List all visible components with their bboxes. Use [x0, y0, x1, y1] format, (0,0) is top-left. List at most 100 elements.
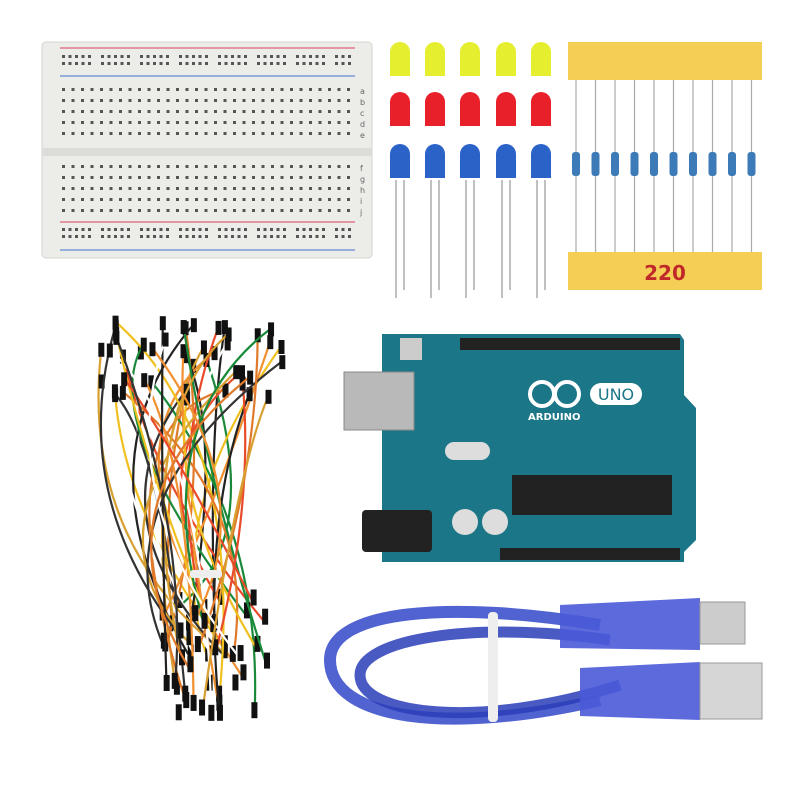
breadboard-hole: [280, 121, 284, 124]
resistor: [747, 152, 756, 176]
breadboard-hole: [252, 88, 255, 91]
breadboard-hole: [147, 99, 151, 102]
breadboard-hole: [318, 132, 322, 135]
breadboard-hole: [68, 235, 72, 238]
breadboard-hole: [299, 209, 303, 212]
breadboard-hole: [296, 62, 299, 65]
breadboard-hole: [309, 55, 312, 58]
wire-connector: [254, 328, 261, 343]
breadboard-hole: [68, 228, 72, 231]
breadboard-hole: [81, 228, 85, 231]
led: [531, 144, 551, 178]
breadboard-hole: [252, 110, 255, 113]
jumper-wire: [99, 325, 182, 638]
breadboard-hole: [107, 62, 111, 65]
breadboard-hole: [261, 132, 265, 135]
breadboard-hole: [299, 88, 303, 91]
breadboard-hole: [128, 176, 132, 179]
breadboard-hole: [257, 62, 260, 65]
breadboard-hole: [224, 62, 228, 65]
jumper-wire: [97, 348, 226, 654]
breadboard-hole: [341, 235, 345, 238]
resistor: [591, 152, 600, 176]
wire-connector: [190, 694, 197, 711]
breadboard-hole: [195, 110, 198, 113]
breadboard-hole: [195, 132, 198, 135]
breadboard-hole: [75, 228, 78, 231]
led: [531, 42, 551, 76]
breadboard-hole: [146, 55, 150, 58]
breadboard-hole: [90, 165, 94, 168]
breadboard-hole: [185, 209, 189, 212]
breadboard-hole: [146, 228, 150, 231]
breadboard-hole: [318, 165, 322, 168]
breadboard-hole: [166, 55, 169, 58]
breadboard-hole: [81, 62, 85, 65]
breadboard-hole: [204, 176, 208, 179]
breadboard-hole: [309, 99, 312, 102]
breadboard-hole: [252, 165, 255, 168]
breadboard-hole: [138, 88, 141, 91]
breadboard-hole: [290, 187, 293, 190]
breadboard-hole: [233, 176, 236, 179]
breadboard-hole: [276, 228, 280, 231]
breadboard-hole: [318, 198, 322, 201]
breadboard-hole: [318, 99, 322, 102]
breadboard-hole: [233, 132, 236, 135]
breadboard-hole: [223, 165, 227, 168]
jumper-wire: [183, 397, 259, 651]
wire-connector: [187, 644, 194, 661]
breadboard-hole: [302, 235, 306, 238]
breadboard-hole: [157, 165, 160, 168]
breadboard-hole: [62, 99, 65, 102]
breadboard-hole: [109, 132, 113, 135]
breadboard-hole: [233, 187, 236, 190]
breadboard-hole: [166, 198, 170, 201]
resistor-value-label: 220: [644, 261, 686, 285]
breadboard-hole: [185, 99, 189, 102]
breadboard-hole: [223, 88, 227, 91]
breadboard-hole: [138, 176, 141, 179]
breadboard-hole: [233, 165, 236, 168]
wire-connector: [221, 320, 228, 335]
breadboard-hole: [296, 228, 299, 231]
breadboard-hole: [204, 209, 208, 212]
breadboard-hole: [214, 187, 217, 190]
breadboard-hole: [231, 55, 234, 58]
breadboard-hole: [179, 55, 182, 58]
breadboard-row-letter: i: [360, 197, 362, 206]
led: [531, 92, 551, 126]
breadboard-hole: [283, 55, 286, 58]
breadboard-hole: [62, 228, 65, 231]
wire-connector: [112, 319, 119, 334]
breadboard-hole: [185, 121, 189, 124]
breadboard-hole: [81, 198, 84, 201]
breadboard-hole: [127, 55, 130, 58]
wire-connector: [187, 656, 194, 673]
reset-button: [400, 338, 422, 360]
breadboard-hole: [223, 121, 227, 124]
jumper-wire: [179, 370, 243, 604]
breadboard-hole: [280, 165, 284, 168]
breadboard-hole: [127, 62, 130, 65]
breadboard-hole: [176, 198, 179, 201]
breadboard-hole: [90, 176, 94, 179]
wire-connector: [208, 704, 215, 721]
arduino-logo-icon: [528, 380, 642, 408]
tape-bottom: [568, 252, 762, 290]
wire-connector: [199, 699, 206, 716]
breadboard-hole: [140, 235, 143, 238]
led: [460, 92, 480, 126]
breadboard-hole: [166, 132, 170, 135]
usb-b-port: [343, 371, 415, 431]
wire-connector: [160, 632, 167, 649]
breadboard-hole: [214, 198, 217, 201]
jumper-wire: [200, 395, 270, 714]
breadboard-hole: [271, 209, 274, 212]
breadboard-hole: [71, 209, 75, 212]
breadboard-hole: [204, 121, 208, 124]
breadboard-hole: [185, 110, 189, 113]
breadboard-hole: [62, 110, 65, 113]
breadboard-hole: [100, 110, 103, 113]
breadboard-hole: [109, 176, 113, 179]
